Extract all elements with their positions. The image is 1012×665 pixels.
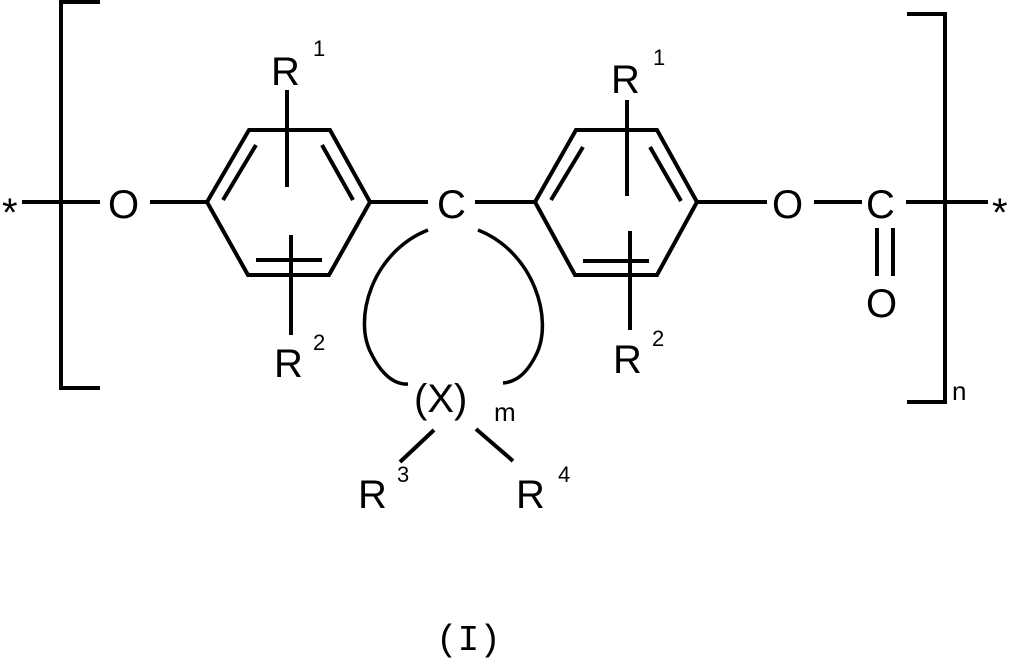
right-end-star: *: [992, 191, 1008, 235]
atom-o-left: O: [108, 183, 139, 227]
substituent-r2-left: R: [274, 342, 303, 386]
substituent-r1-right: R: [611, 58, 640, 102]
substituent-r4: R: [516, 473, 545, 517]
repeat-subscript: n: [952, 376, 966, 406]
atom-x-group: (X): [414, 377, 467, 421]
atom-o-ester: O: [772, 183, 803, 227]
bridge-arc-left: [362, 228, 429, 386]
bond-x-r3: [398, 428, 436, 464]
substituent-r1-left-index: 1: [313, 36, 325, 61]
substituent-r2-right-index: 2: [652, 326, 664, 351]
substituent-r1-right-index: 1: [653, 45, 665, 70]
substituent-r2-left-index: 2: [313, 330, 325, 355]
x-subscript: m: [494, 397, 516, 427]
left-benzene-ring: [204, 90, 373, 335]
substituent-r4-index: 4: [558, 462, 570, 487]
formula-label: (I): [436, 620, 501, 661]
atom-c-center: C: [437, 183, 466, 227]
bond-x-r4: [474, 427, 515, 463]
atom-c-carbonyl: C: [866, 183, 895, 227]
atom-o-carbonyl: O: [866, 282, 897, 326]
right-bracket: [907, 12, 947, 404]
bridge-arc-right: [477, 228, 545, 385]
left-bracket: [59, 0, 100, 390]
left-end-star: *: [2, 191, 18, 235]
substituent-r2-right: R: [613, 338, 642, 382]
right-benzene-ring: [532, 100, 700, 330]
substituent-r3: R: [358, 473, 387, 517]
substituent-r1-left: R: [271, 50, 300, 94]
substituent-r3-index: 3: [397, 462, 409, 487]
